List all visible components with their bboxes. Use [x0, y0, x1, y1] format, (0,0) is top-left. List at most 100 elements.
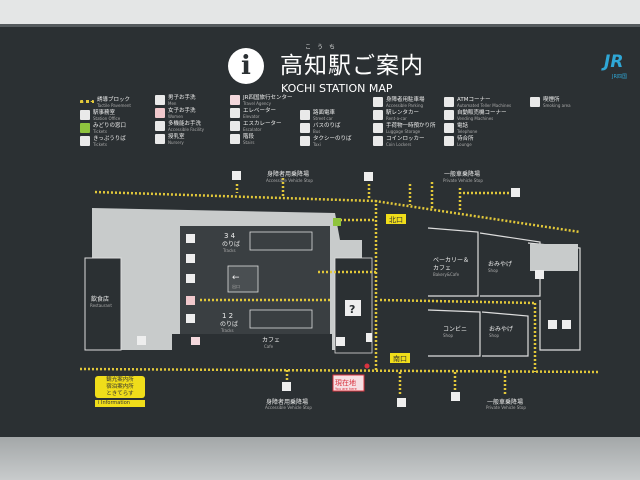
escalator-3-4 [249, 231, 313, 251]
women-toilet-icon [155, 108, 165, 118]
streetcar-icon [300, 110, 310, 120]
ticket-machine-icon [80, 136, 90, 146]
legend-label-en: Elevator [243, 114, 260, 119]
telephone-icon [444, 123, 454, 133]
legend-label: きっぷうりば [93, 136, 126, 142]
tracks-label: のりば [222, 240, 240, 248]
bakery-label-en: Bakery&Cafe [433, 272, 460, 277]
accessible-stop-label-en: Accessible Vehicle Stop [266, 178, 313, 183]
restaurant-label: 飲食店 [91, 295, 109, 303]
private-stop-label: 一般車乗降場 [487, 398, 523, 406]
legend-label: エスカレーター [243, 121, 282, 127]
convenience-store-label: コンビニ [443, 325, 467, 333]
telephone-icon [366, 333, 372, 342]
taxi-icon [451, 392, 460, 401]
legend-label-en: Tickets [93, 142, 107, 147]
accessible-parking-icon [282, 382, 291, 391]
nursery-icon [155, 134, 165, 144]
accessible-stop-label: 身障者用乗降場 [266, 398, 308, 406]
exit-stairs [227, 265, 259, 293]
legend-label-en: Coin Lockers [386, 142, 412, 147]
legend-label: 男子お手洗 [168, 95, 196, 101]
legend-label-en: Stairs [243, 140, 255, 145]
legend-label: 女子お手洗 [168, 108, 196, 114]
wall-below-sign [0, 432, 640, 480]
info-line: 宿泊案内所 [106, 384, 134, 390]
legend-label: 多機能お手洗 [168, 121, 202, 127]
legend-label-en: Luggage Storage [386, 129, 421, 134]
title-furigana: こうち [305, 44, 342, 51]
nursery-icon [186, 314, 195, 323]
legend-label: JR四国旅行センター [243, 95, 293, 101]
exit-arrow-icon: ← [232, 273, 240, 283]
private-stop-label-en: Private Vehicle Stop [443, 178, 483, 183]
legend-label-en: Taxi [313, 142, 321, 147]
legend-label: ATMコーナー [457, 97, 491, 103]
men-toilet-icon [186, 274, 195, 283]
cafe-label-en: Cafe [264, 344, 274, 349]
bakery-label-2: カフェ [433, 265, 451, 272]
luggage-storage-icon [373, 123, 383, 133]
atm-icon [444, 97, 454, 107]
ticket-machine-icon [186, 234, 195, 243]
jr-logo: JR [604, 52, 624, 72]
vending-machine-icon [444, 110, 454, 120]
legend-label: 手荷物一時預かり所 [386, 123, 436, 129]
legend-label: 誘導ブロック [97, 97, 131, 103]
north-exit-label: 北口 [389, 216, 403, 224]
you-are-here-label: 現在地 [335, 378, 356, 387]
legend-label-en: Bus [313, 129, 321, 134]
accessible-toilet-icon [155, 121, 165, 131]
information-label: i Information [95, 400, 145, 407]
station-office-icon [137, 336, 146, 345]
streetcar-icon [397, 398, 406, 407]
accessible-parking-icon [373, 97, 383, 107]
cafe-label: カフェ [262, 337, 280, 344]
legend-label: 電話 [457, 123, 469, 129]
men-toilet-icon [535, 270, 544, 279]
exit-label: 出口 [232, 283, 240, 289]
taxi-icon [300, 136, 310, 146]
lounge-icon [444, 136, 454, 146]
elevator-icon [230, 108, 240, 118]
tracks-label: のりば [220, 320, 238, 328]
legend-label-en: Accessible Parking [386, 103, 424, 108]
legend-label: みどりの窓口 [93, 123, 127, 129]
legend-label: 階段 [243, 134, 255, 140]
legend-label-en: Tickets [93, 129, 107, 134]
legend-label-en: Travel Agency [243, 101, 271, 106]
legend-label: バスのりば [313, 123, 341, 129]
restaurant-label-en: Restaurant [90, 303, 112, 308]
tracks-label-en: Tracks [222, 248, 236, 253]
accessible-toilet-icon [186, 254, 195, 263]
accessible-parking-icon [232, 171, 241, 180]
legend-label: 駅レンタカー [386, 110, 420, 116]
jr-logo-sub: JR四国 [612, 74, 627, 80]
help-desk-icon [345, 300, 361, 316]
legend-label: 身障者用駐車場 [386, 97, 425, 103]
ticket-office-icon [333, 218, 341, 226]
bakery-label: ベーカリー＆ [433, 257, 469, 264]
cafe-area [172, 334, 332, 352]
travel-agency-icon [191, 337, 200, 345]
information-icon: i [228, 48, 264, 84]
private-stop-label: 一般車乗降場 [444, 170, 480, 178]
legend-label-en: Accessible Facility [168, 127, 205, 132]
legend-label: 授乳室 [168, 134, 185, 140]
